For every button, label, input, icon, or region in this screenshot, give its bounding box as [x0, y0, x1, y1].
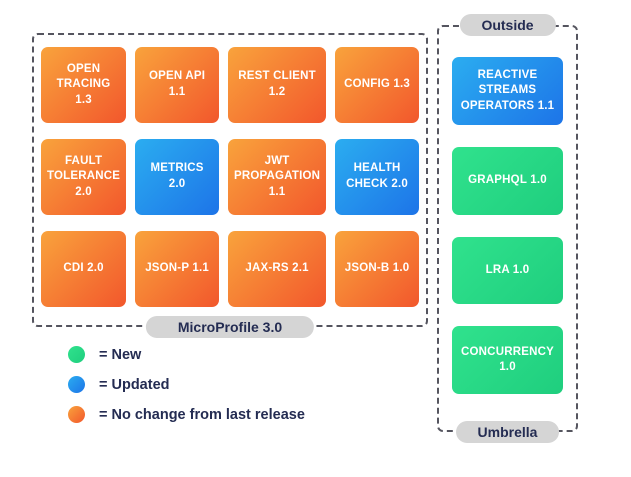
tile-jax-rs: JAX-RS 2.1 — [228, 231, 327, 307]
tile-label: CONFIG 1.3 — [344, 78, 411, 91]
legend-label: = Updated — [99, 376, 170, 393]
legend-row-unchanged: = No change from last release — [68, 406, 305, 423]
tile-json-p: JSON-P 1.1 — [135, 231, 220, 307]
outside-label: Outside — [459, 14, 556, 36]
tile-open-tracing: OPEN TRACING 1.3 — [41, 47, 127, 123]
tile-label: JSON-B 1.0 — [344, 262, 410, 275]
microprofile-box: OPEN TRACING 1.3 OPEN API 1.1 REST CLIEN… — [32, 33, 428, 338]
outside-box: Outside REACTIVE STREAMS OPERATORS 1.1 G… — [437, 14, 578, 443]
tile-label: JWT PROPAGATION 1.1 — [234, 154, 321, 198]
tile-label: GRAPHQL 1.0 — [468, 173, 547, 186]
tile-label: CONCURRENCY 1.0 — [461, 345, 554, 374]
tile-health-check: HEALTH CHECK 2.0 — [335, 139, 419, 215]
tile-reactive-streams-operators: REACTIVE STREAMS OPERATORS 1.1 — [452, 57, 563, 125]
legend-row-new: = New — [68, 346, 305, 363]
tile-config: CONFIG 1.3 — [335, 47, 419, 123]
tile-label: LRA 1.0 — [485, 263, 530, 276]
tile-jwt-propagation: JWT PROPAGATION 1.1 — [228, 139, 327, 215]
tile-label: FAULT TOLERANCE 2.0 — [47, 154, 121, 198]
tile-label: JSON-P 1.1 — [145, 262, 209, 275]
outside-tile-column: REACTIVE STREAMS OPERATORS 1.1 GRAPHQL 1… — [452, 57, 563, 394]
tile-label: HEALTH CHECK 2.0 — [346, 162, 408, 190]
tile-open-api: OPEN API 1.1 — [135, 47, 220, 123]
tile-concurrency: CONCURRENCY 1.0 — [452, 326, 563, 394]
tile-rest-client: REST CLIENT 1.2 — [228, 47, 327, 123]
microprofile-tile-grid: OPEN TRACING 1.3 OPEN API 1.1 REST CLIEN… — [41, 47, 419, 307]
unchanged-status-dot-icon — [68, 406, 85, 423]
tile-json-b: JSON-B 1.0 — [335, 231, 419, 307]
tile-label: CDI 2.0 — [63, 262, 104, 275]
tile-label: OPEN API 1.1 — [149, 70, 206, 98]
tile-label: JAX-RS 2.1 — [245, 262, 309, 275]
tile-fault-tolerance: FAULT TOLERANCE 2.0 — [41, 139, 127, 215]
legend-label: = No change from last release — [99, 406, 305, 423]
tile-label: REACTIVE STREAMS OPERATORS 1.1 — [460, 68, 555, 112]
tile-lra: LRA 1.0 — [452, 236, 563, 305]
legend-row-updated: = Updated — [68, 376, 305, 393]
updated-status-dot-icon — [68, 376, 85, 393]
tile-label: OPEN TRACING 1.3 — [56, 62, 111, 106]
tile-label: METRICS 2.0 — [150, 162, 204, 190]
microprofile-label: MicroProfile 3.0 — [145, 316, 315, 338]
tile-metrics: METRICS 2.0 — [135, 139, 220, 215]
tile-cdi: CDI 2.0 — [41, 231, 127, 307]
new-status-dot-icon — [68, 346, 85, 363]
tile-label: REST CLIENT 1.2 — [238, 70, 316, 98]
legend-label: = New — [99, 346, 142, 363]
tile-graphql: GRAPHQL 1.0 — [452, 146, 563, 215]
umbrella-label: Umbrella — [455, 421, 560, 443]
legend: = New = Updated = No change from last re… — [68, 346, 305, 423]
